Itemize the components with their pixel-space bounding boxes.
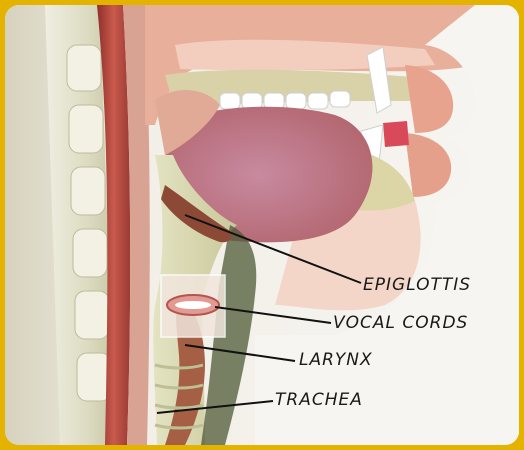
label-trachea: TRACHEA	[275, 392, 363, 409]
label-larynx: LARYNX	[299, 352, 373, 369]
mouth-opening	[383, 121, 409, 147]
anatomy-illustration-panel: EPIGLOTTIS VOCAL CORDS LARYNX TRACHEA	[5, 5, 519, 445]
throat-anatomy-illustration	[5, 5, 519, 445]
label-epiglottis: EPIGLOTTIS	[363, 277, 471, 294]
vocal-cords-opening	[175, 301, 211, 309]
label-vocal-cords: VOCAL CORDS	[333, 315, 468, 332]
